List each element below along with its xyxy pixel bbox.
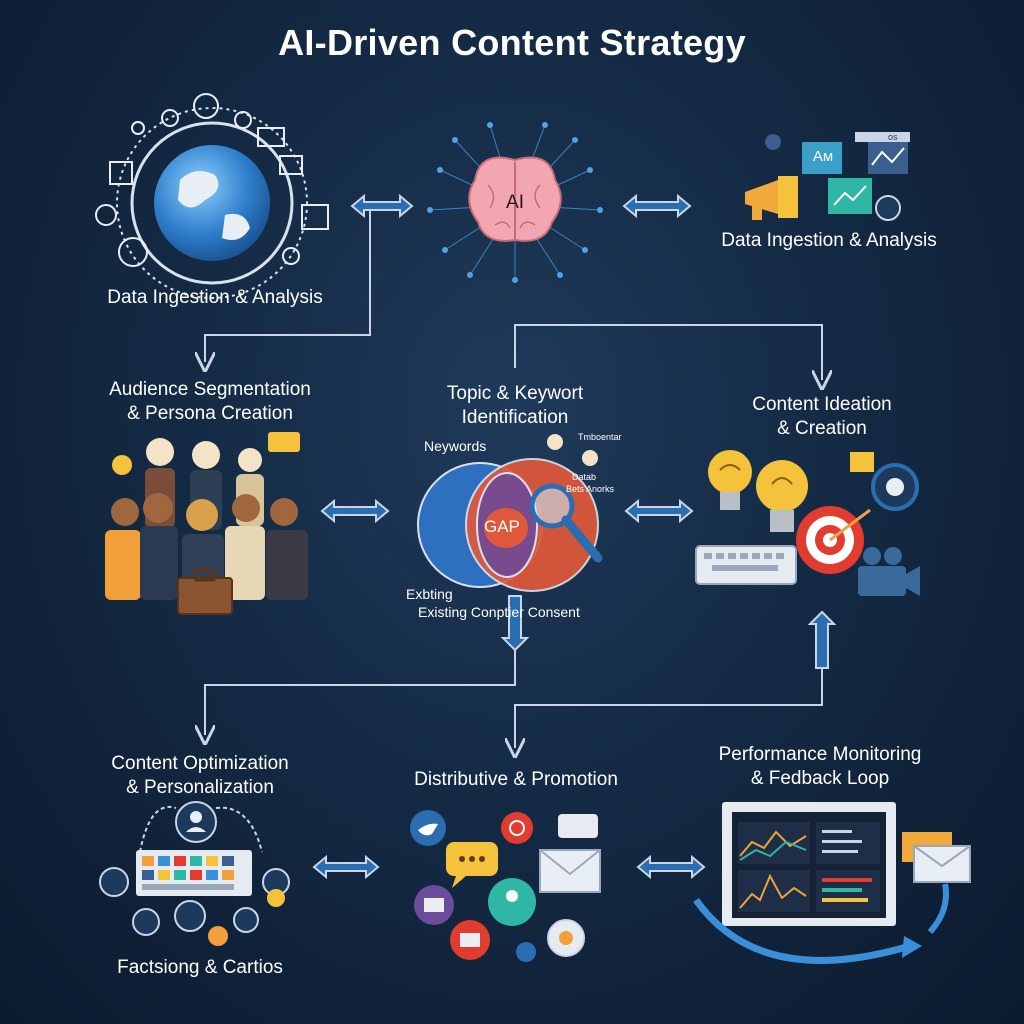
twitter-icon — [410, 810, 446, 846]
node-ideation-line2: & Creation — [777, 418, 867, 439]
dashboard-icon — [693, 802, 971, 964]
node-factsiong-label: Factsiong & Cartios — [117, 957, 283, 978]
venn-exbting-label: Exbting — [406, 586, 453, 602]
node-audience-line1: Audience Segmentation — [109, 379, 311, 400]
down-arrow — [500, 595, 530, 652]
ai-label: AI — [506, 192, 524, 213]
node-ingest-left-label: Data Ingestion & Analysis — [107, 287, 323, 308]
globe-icon — [95, 93, 329, 299]
node-optimization-line2: & Personalization — [126, 777, 274, 798]
brain-icon — [427, 122, 603, 283]
venn-bets-label: Bets Anorks — [566, 484, 615, 494]
chart-icon — [765, 132, 910, 221]
node-distribution-label: Distributive & Promotion — [414, 769, 618, 790]
venn-diagram — [417, 458, 599, 592]
bulb-icon — [708, 450, 808, 532]
up-arrow — [807, 610, 837, 669]
mail-icon — [414, 849, 601, 962]
user-icon — [139, 801, 263, 853]
venn-gap-label: GAP — [484, 517, 520, 536]
double-arrow-5 — [312, 854, 380, 880]
target-icon — [796, 506, 871, 574]
chat-icon — [446, 812, 598, 926]
double-arrow-2 — [622, 193, 692, 219]
double-arrow-3 — [320, 498, 390, 524]
double-arrow-4 — [624, 498, 694, 524]
double-arrow-6 — [636, 854, 706, 880]
node-topic-line2: Identification — [461, 407, 569, 428]
megaphone-icon — [745, 176, 798, 220]
node-topic-line1: Topic & Keywort — [446, 383, 584, 404]
page-title: AI-Driven Content Strategy — [278, 22, 746, 63]
node-performance-line1: Performance Monitoring — [718, 744, 922, 765]
venn-existing-label: Existing Conptier Consent — [418, 604, 580, 620]
chart-word-am: Aм — [812, 148, 834, 165]
node-ingest-right-label: Data Ingestion & Analysis — [721, 230, 937, 251]
flow-connectors — [205, 208, 822, 748]
keyboard-icon — [695, 545, 797, 585]
double-arrow-1 — [350, 193, 414, 219]
venn-neywords-label: Neywords — [424, 438, 487, 454]
briefcase-icon — [177, 568, 233, 615]
magnifier-icon — [529, 434, 603, 563]
venn-data-label: Datab — [572, 472, 597, 482]
people-icon — [105, 432, 308, 600]
node-audience-line2: & Persona Creation — [127, 403, 293, 424]
grid-panel — [99, 850, 290, 946]
camera-icon — [850, 452, 920, 596]
node-performance-line2: & Fedback Loop — [750, 768, 890, 789]
chart-word-os: os — [888, 132, 898, 142]
double-arrows — [312, 193, 837, 880]
venn-tmboentar-label: Tmboentar — [578, 432, 622, 442]
node-ideation-line1: Content Ideation — [752, 394, 892, 415]
node-optimization-line1: Content Optimization — [111, 753, 289, 774]
